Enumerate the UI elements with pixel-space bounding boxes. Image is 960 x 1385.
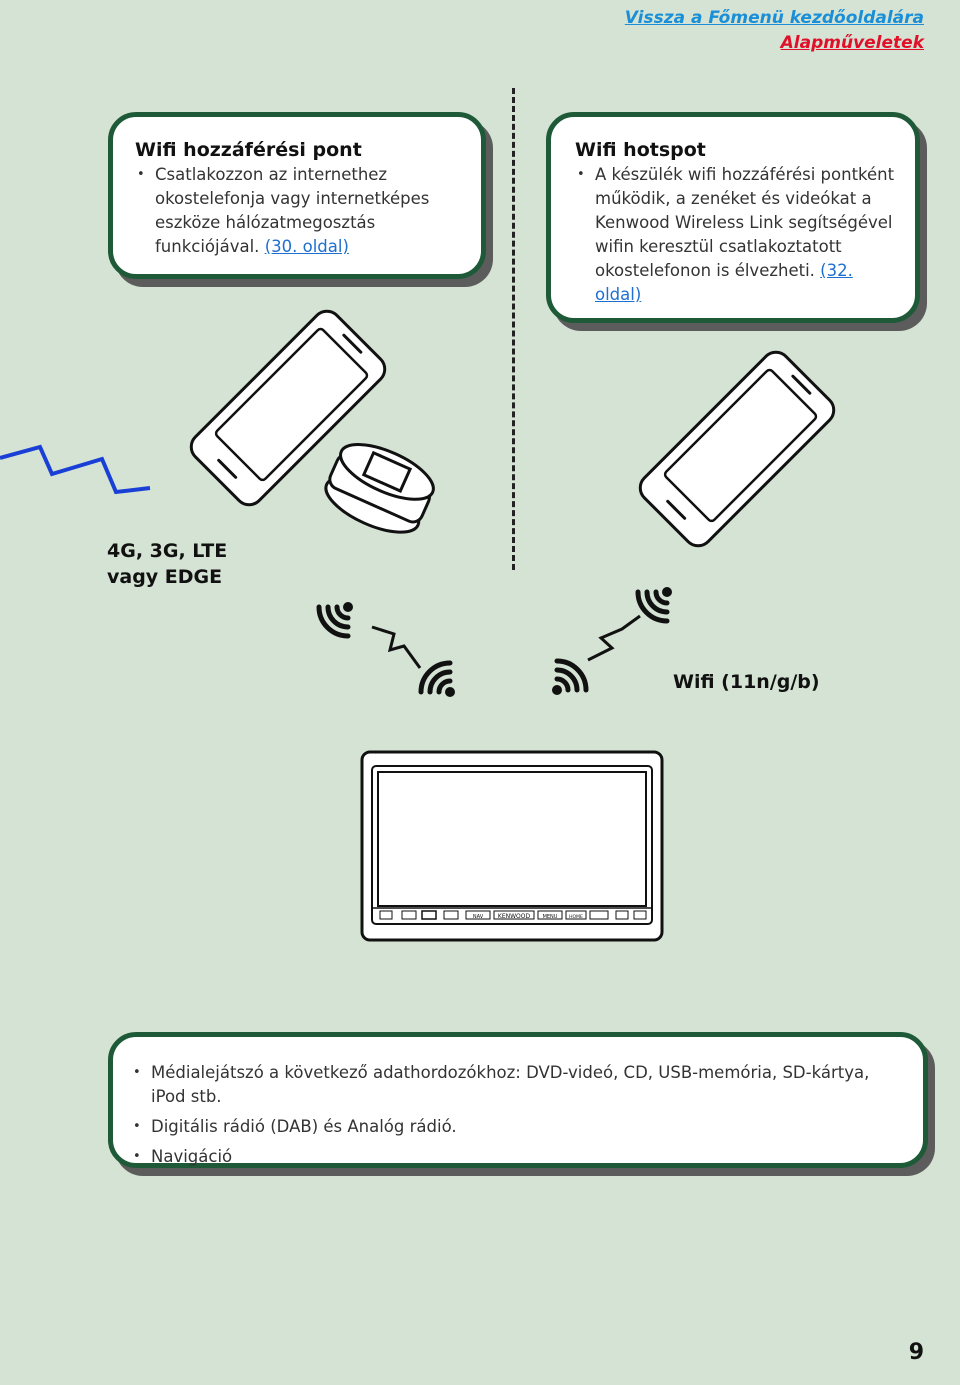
cellular-signal-zigzag [0, 444, 151, 495]
router-icon [324, 443, 435, 534]
basic-operations-link[interactable]: Alapműveletek [780, 33, 924, 53]
hotspot-text: A készülék wifi hozzáférési pontként műk… [575, 163, 901, 307]
access-point-box: Wifi hozzáférési pont Csatlakozzon az in… [108, 112, 486, 279]
wifi-signal-icon [418, 660, 455, 697]
wifi-signal-icon [552, 658, 589, 695]
page-number: 9 [908, 1340, 924, 1365]
access-point-text: Csatlakozzon az internethez okostelefonj… [135, 163, 465, 259]
access-point-page-ref[interactable]: (30. oldal) [264, 237, 349, 256]
head-unit-button-home: HOME [569, 914, 583, 920]
hotspot-box: Wifi hotspot A készülék wifi hozzáférési… [546, 112, 920, 323]
wifi-signal-icon [316, 602, 353, 639]
hotspot-page-ref[interactable]: (32. oldal) [595, 261, 853, 304]
head-unit-icon: NAV KENWOOD MENU HOME [360, 750, 664, 942]
hotspot-title: Wifi hotspot [575, 139, 706, 161]
features-box: Médialejátszó a következő adathordozókho… [108, 1032, 928, 1169]
feature-item: Médialejátszó a következő adathordozókho… [131, 1061, 903, 1109]
smartphone-right-icon [638, 350, 836, 548]
feature-item: Navigáció [131, 1145, 903, 1169]
head-unit-button-nav: NAV [473, 914, 484, 920]
smartphone-left-icon [189, 309, 387, 507]
feature-item: Digitális rádió (DAB) és Analóg rádió. [131, 1115, 903, 1139]
lightning-bolt-icon [371, 625, 422, 669]
divider-dashed-line [512, 88, 515, 570]
wifi-standard-label: Wifi (11n/g/b) [673, 671, 820, 693]
head-unit-button-menu: MENU [543, 914, 558, 920]
lightning-bolt-icon [587, 614, 641, 662]
wifi-signal-icon [635, 587, 672, 624]
head-unit-brand-label: KENWOOD [498, 913, 531, 920]
home-link[interactable]: Vissza a Főmenü kezdőoldalára [624, 8, 924, 28]
nav-links: Vissza a Főmenü kezdőoldalára Alapművele… [625, 6, 924, 56]
cellular-network-label: 4G, 3G, LTE vagy EDGE [107, 540, 228, 588]
access-point-title: Wifi hozzáférési pont [135, 139, 362, 161]
